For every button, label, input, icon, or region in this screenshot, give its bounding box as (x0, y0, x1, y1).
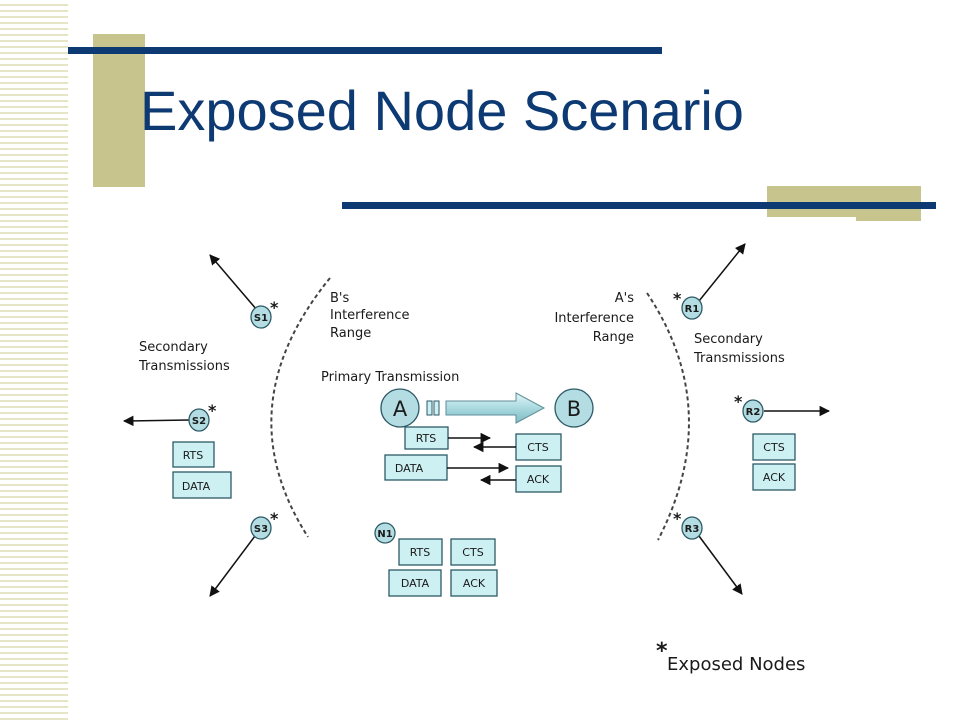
r3-transmission-arrow (698, 535, 743, 595)
node-r1-label: R1 (685, 304, 700, 315)
s2-exposed-marker: * (208, 401, 217, 420)
node-r3 (681, 516, 703, 540)
node-r3-label: R3 (685, 524, 700, 535)
olive-block-top (93, 34, 145, 187)
primary-transmission-label: Primary Transmission (321, 370, 459, 385)
a-range-label-line3: Range (593, 330, 634, 345)
s2-rts-box (172, 441, 215, 468)
n1-data-label: DATA (401, 577, 430, 590)
s3-exposed-marker: * (270, 509, 279, 528)
node-s1 (250, 305, 272, 329)
node-a (380, 388, 420, 428)
r1-exposed-marker: * (673, 289, 682, 308)
n1-rts-label: RTS (410, 546, 431, 559)
a-data-box (384, 454, 448, 481)
title-bar-bottom (342, 202, 936, 209)
legend-star: * (656, 639, 668, 664)
legend-exposed-nodes: Exposed Nodes (667, 654, 805, 675)
r3-exposed-marker: * (673, 509, 682, 528)
b-range-label-line3: Range (330, 326, 371, 341)
s1-exposed-marker: * (270, 298, 279, 317)
r2-ack-box (752, 463, 796, 491)
s2-rts-label: RTS (183, 449, 204, 462)
striped-margin (0, 0, 68, 720)
a-range-label-line1: A's (615, 291, 634, 306)
r2-exposed-marker: * (734, 392, 743, 411)
node-s3 (250, 516, 272, 540)
r2-ack-label: ACK (763, 471, 786, 484)
r2-cts-label: CTS (763, 441, 784, 454)
s1-transmission-arrow (209, 254, 258, 311)
node-s2-label: S2 (192, 416, 206, 427)
b-cts-box (515, 433, 562, 461)
b-range-label-line1: B's (330, 291, 349, 306)
packet-mark-1 (426, 400, 433, 416)
n1-data-box (388, 569, 442, 597)
node-r1 (681, 296, 703, 320)
s2-data-box (172, 471, 232, 499)
node-n1 (374, 522, 396, 544)
node-r2-label: R2 (746, 407, 761, 418)
primary-transmission-arrow (445, 392, 546, 424)
secondary-left-label-line1: Secondary (139, 340, 208, 355)
node-s3-label: S3 (254, 524, 268, 535)
b-cts-label: CTS (527, 441, 548, 454)
node-b (554, 388, 594, 428)
node-r2 (742, 399, 764, 423)
n1-ack-box (450, 569, 498, 597)
node-s1-label: S1 (254, 313, 268, 324)
b-ack-box (515, 465, 562, 493)
node-s2 (188, 408, 210, 432)
n1-cts-box (450, 538, 496, 566)
olive-block-right-tab (856, 210, 921, 221)
a-range-label-line2: Interference (554, 311, 634, 326)
n1-cts-label: CTS (462, 546, 483, 559)
secondary-right-label-line2: Transmissions (693, 351, 785, 366)
node-n1-label: N1 (377, 529, 392, 540)
n1-rts-box (398, 538, 443, 566)
b-ack-label: ACK (527, 473, 550, 486)
packet-mark-2 (433, 400, 440, 416)
b-interference-range-arc (270, 277, 331, 538)
node-a-label: A (393, 397, 408, 421)
n1-ack-label: ACK (463, 577, 486, 590)
a-interference-range-arc (646, 292, 690, 541)
a-rts-label: RTS (416, 432, 437, 445)
b-range-label-line2: Interference (330, 308, 410, 323)
secondary-right-label-line1: Secondary (694, 332, 763, 347)
node-b-label: B (567, 397, 581, 421)
secondary-left-label-line2: Transmissions (138, 359, 230, 374)
s3-transmission-arrow (209, 535, 256, 597)
r1-transmission-arrow (698, 243, 746, 302)
slide-title: Exposed Node Scenario (140, 79, 744, 142)
s2-transmission-arrow (122, 415, 190, 427)
title-bar-top (68, 47, 662, 54)
r2-cts-box (752, 433, 796, 461)
a-data-label: DATA (395, 462, 424, 475)
s2-data-label: DATA (182, 480, 211, 493)
